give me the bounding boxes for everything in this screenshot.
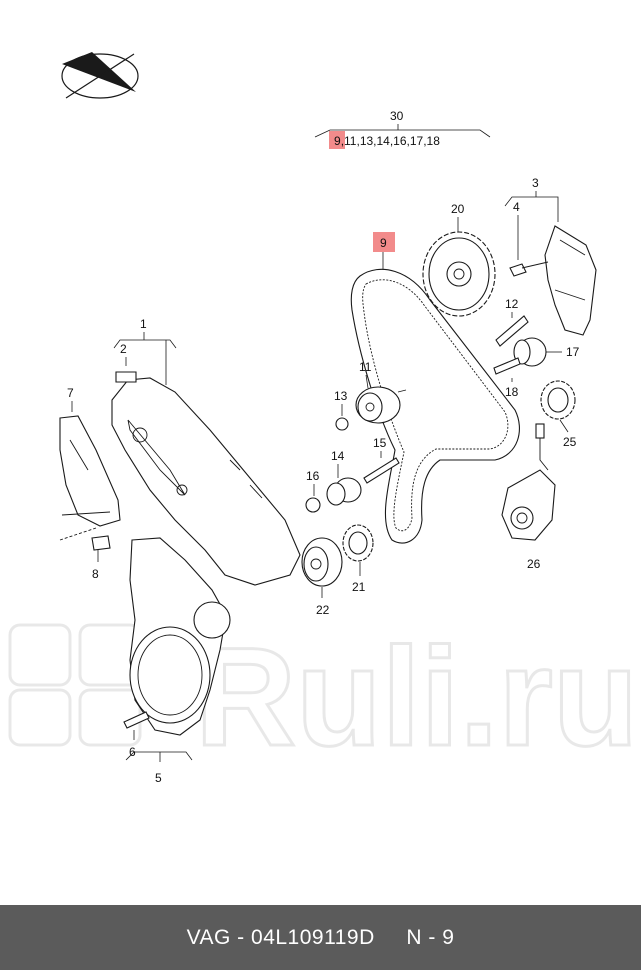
watermark-text: Ruli.ru <box>195 618 638 775</box>
label-3: 3 <box>532 176 539 190</box>
label-13: 13 <box>334 389 348 403</box>
label-5: 5 <box>155 771 162 785</box>
part-1-upper-cover: 1 <box>111 317 301 586</box>
part-25-sprocket: 25 <box>540 380 577 449</box>
part-16-nut: 16 <box>305 469 321 513</box>
part-17-idler-roller: 17 <box>513 337 580 367</box>
part-6-bolt: 6 <box>123 711 150 759</box>
footer-part-number: VAG - 04L109119D <box>186 925 375 949</box>
label-30: 30 <box>390 109 404 123</box>
label-21: 21 <box>352 580 366 594</box>
kit-group-30: 30 9,11,13,14,16,17,18 <box>314 109 491 149</box>
label-17: 17 <box>566 345 580 359</box>
label-14: 14 <box>331 449 345 463</box>
label-8: 8 <box>92 567 99 581</box>
part-13-nut: 13 <box>334 389 349 431</box>
kit-list: 9,11,13,14,16,17,18 <box>334 134 440 148</box>
label-11: 11 <box>359 360 372 374</box>
label-4: 4 <box>513 200 520 214</box>
label-18: 18 <box>505 385 519 399</box>
label-15: 15 <box>373 436 387 450</box>
part-3-rear-cover: 3 4 <box>504 176 597 336</box>
part-12-stud: 12 <box>495 297 529 347</box>
part-8-bolt: 8 <box>91 535 111 581</box>
part-11-tensioner: 11 <box>355 360 407 424</box>
part-21-crank-sprocket: 21 <box>342 524 374 594</box>
label-1: 1 <box>140 317 147 331</box>
part-2-clip: 2 <box>115 342 137 383</box>
orientation-compass-icon <box>61 52 139 99</box>
timing-belt-diagram: Ruli.ru 30 9,11,13,14,16,17,18 9 20 <box>8 52 640 785</box>
part-18-bolt: 18 <box>493 357 521 399</box>
label-7: 7 <box>67 386 74 400</box>
label-22: 22 <box>316 603 330 617</box>
label-12: 12 <box>505 297 519 311</box>
part-22-pulley: 22 <box>301 537 343 617</box>
label-16: 16 <box>306 469 320 483</box>
part-26-pump: 26 <box>501 423 556 571</box>
part-14-idler: 14 <box>326 449 362 506</box>
part-9-timing-belt: 9 <box>350 232 520 544</box>
part-number-footer: VAG - 04L109119D N - 9 <box>0 905 641 970</box>
label-25: 25 <box>563 435 577 449</box>
part-5-lower-cover: 5 <box>125 537 231 785</box>
label-9-highlight <box>373 232 395 252</box>
watermark-car-icons <box>8 623 142 747</box>
label-2: 2 <box>120 342 127 356</box>
part-7-seal: 7 <box>59 386 121 541</box>
footer-position: N - 9 <box>406 925 455 949</box>
label-9: 9 <box>380 236 387 250</box>
label-6: 6 <box>129 745 136 759</box>
label-20: 20 <box>451 202 465 216</box>
label-26: 26 <box>527 557 541 571</box>
part-15-stud: 15 <box>363 436 400 484</box>
kit-highlight-9 <box>329 131 345 149</box>
watermark: Ruli.ru <box>8 617 640 777</box>
part-20-camshaft-sprocket: 20 <box>422 202 496 317</box>
